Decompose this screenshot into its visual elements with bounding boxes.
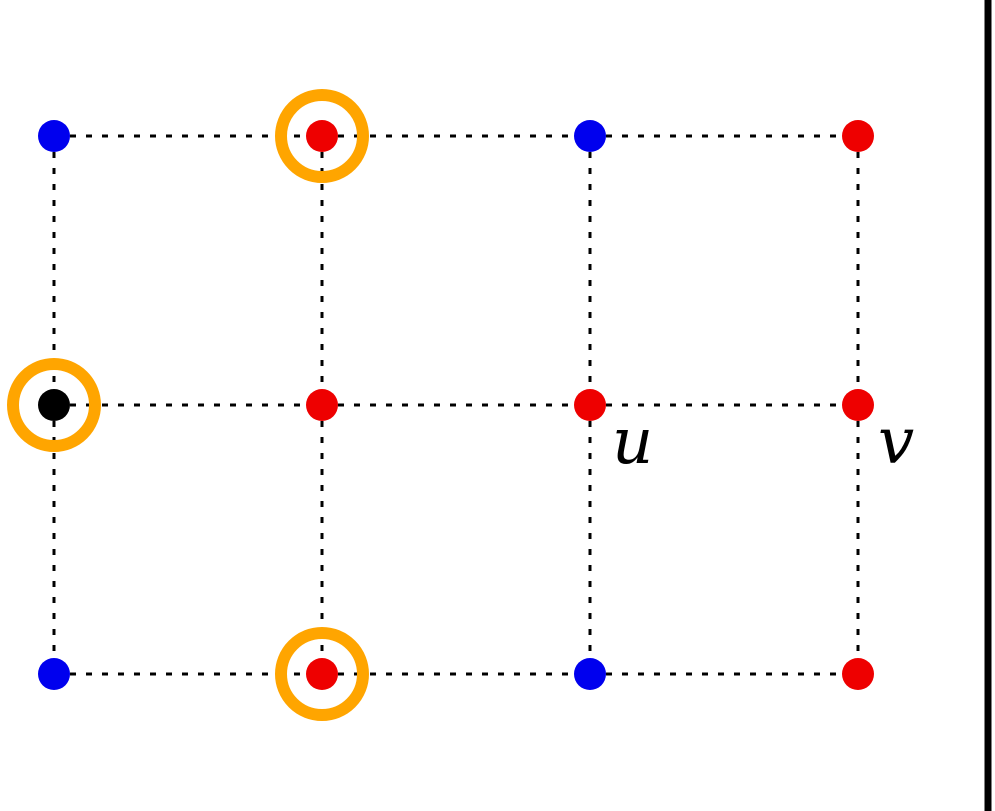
highlight-ring <box>275 627 369 721</box>
node-blue <box>574 120 606 152</box>
edge-layer <box>52 134 860 676</box>
label-layer: u v <box>612 405 914 479</box>
node-blue <box>574 658 606 690</box>
node-label-u: u <box>612 405 653 479</box>
node-red <box>306 120 338 152</box>
node-red <box>306 658 338 690</box>
node-red <box>574 389 606 421</box>
node-blue <box>38 120 70 152</box>
node-red <box>842 120 874 152</box>
node-red <box>306 389 338 421</box>
node-red <box>842 658 874 690</box>
node-layer <box>38 120 874 690</box>
node-blue <box>38 658 70 690</box>
highlight-ring <box>7 358 101 452</box>
node-label-v: v <box>878 405 914 479</box>
highlight-ring <box>275 89 369 183</box>
node-red <box>842 389 874 421</box>
highlight-ring-layer <box>7 89 369 721</box>
node-black <box>38 389 70 421</box>
